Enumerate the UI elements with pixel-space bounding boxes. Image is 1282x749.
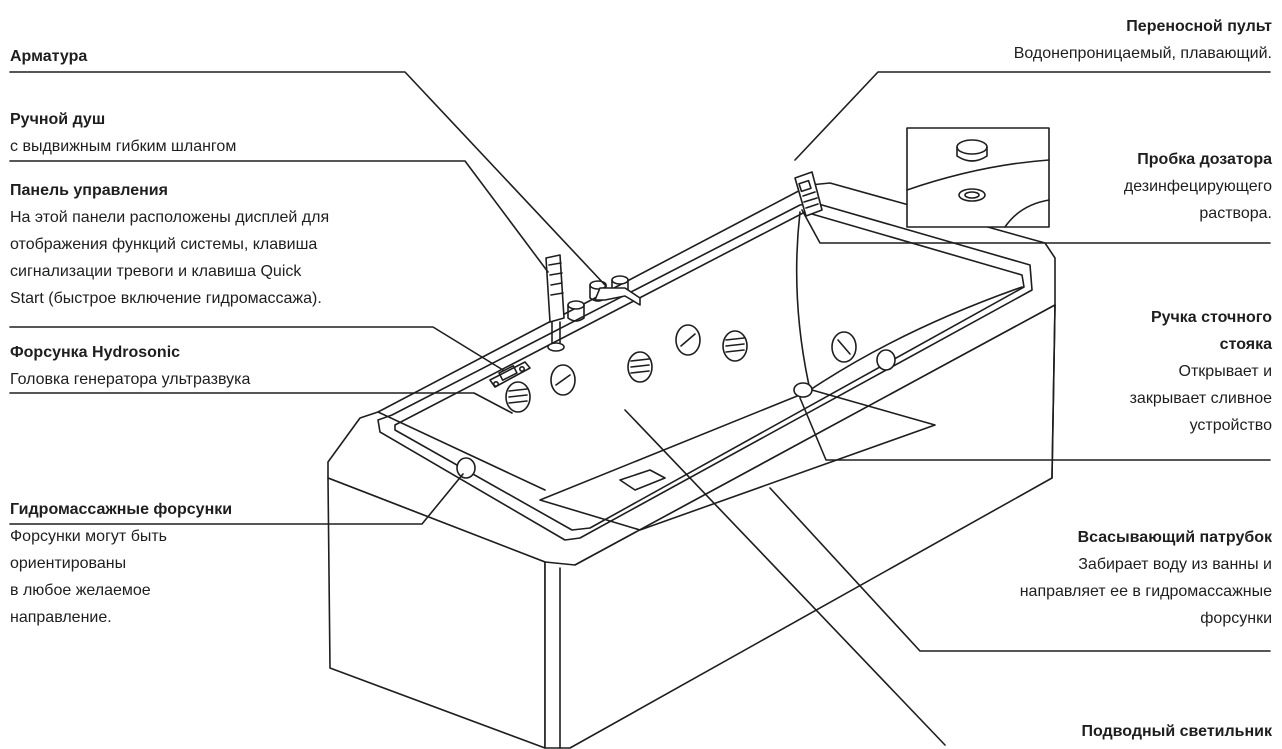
label-hydrosonic-desc: Головка генератора ультразвука (10, 371, 251, 388)
tub-basin (394, 211, 1025, 531)
label-suction-title: Всасывающий патрубок (1077, 529, 1272, 546)
label-plug-desc-2: раствора. (1199, 205, 1272, 222)
label-suction-desc-1: Забирает воду из ванны и (1078, 556, 1272, 573)
leader-lines (9, 71, 1271, 746)
label-jets-desc-3: в любое желаемое (10, 582, 151, 599)
label-jets-desc-1: Форсунки могут быть (10, 528, 168, 545)
label-remote-title: Переносной пульт (1126, 18, 1272, 35)
leader-light (624, 409, 946, 746)
label-plug-desc-1: дезинфецирующего (1123, 178, 1272, 195)
label-remote-desc: Водонепроницаемый, плавающий. (1013, 45, 1272, 62)
leader-plug (801, 209, 1271, 244)
label-drain-desc-3: устройство (1189, 417, 1272, 434)
label-armatura: Арматура (10, 43, 87, 70)
leader-shower (9, 160, 549, 273)
label-drain-title: Ручка сточного (1150, 309, 1272, 326)
faucet-spout-icon (594, 287, 641, 306)
label-jets-desc-4: направление. (10, 609, 112, 626)
label-hydrosonic: Форсунка Hydrosonic Головка генератора у… (10, 339, 250, 393)
faucet-group (545, 254, 641, 352)
leader-remote (794, 71, 1271, 161)
plug-inset (906, 127, 1050, 228)
label-panel-title: Панель управления (10, 182, 168, 199)
label-armatura-title: Арматура (10, 48, 88, 65)
label-panel-desc-3: сигнализации тревоги и клавиша Quick (10, 263, 302, 280)
label-plug-title: Пробка дозатора (1137, 151, 1272, 168)
label-jets-desc-2: ориентированы (10, 555, 127, 572)
leader-suction (769, 487, 1271, 652)
tub-rim-inner (377, 202, 1033, 541)
label-panel: Панель управления На этой панели располо… (10, 177, 329, 312)
label-light-title: Подводный светильник (1081, 723, 1272, 740)
jets (456, 324, 896, 479)
jet-icon (456, 457, 476, 479)
label-drain-title-2: стояка (1219, 336, 1272, 353)
label-shower: Ручной душ с выдвижным гибким шлангом (10, 106, 236, 160)
label-hydrosonic-title: Форсунка Hydrosonic (10, 344, 181, 361)
label-drain: Ручка сточного стояка Открывает и закрыв… (1130, 304, 1272, 439)
label-jets: Гидромассажные форсунки Форсунки могут б… (10, 496, 232, 631)
label-panel-desc-1: На этой панели расположены дисплей для (10, 209, 330, 226)
jet-icon (876, 349, 896, 371)
tub-floor (539, 389, 936, 531)
label-drain-desc-1: Открывает и (1178, 363, 1272, 380)
label-jets-title: Гидромассажные форсунки (10, 501, 233, 518)
leader-jets (9, 473, 464, 525)
leader-drain (799, 397, 1271, 461)
leader-armatura (9, 71, 606, 286)
remote-control-icon (794, 171, 823, 217)
label-suction-desc-3: форсунки (1200, 610, 1272, 627)
label-panel-desc-2: отображения функций системы, клавиша (10, 236, 318, 253)
hand-shower-icon (545, 254, 565, 323)
leader-hydrosonic (9, 392, 513, 414)
leader-panel (9, 326, 504, 371)
control-panel-icon (489, 361, 531, 388)
drain-handle-icon (793, 382, 813, 398)
label-shower-desc: с выдвижным гибким шлангом (10, 138, 237, 155)
label-drain-desc-2: закрывает сливное (1129, 390, 1272, 407)
label-suction-desc-2: направляет ее в гидромассажные (1019, 583, 1272, 600)
label-panel-desc-4: Start (быстрое включение гидромассажа). (10, 290, 322, 307)
label-remote: Переносной пульт Водонепроницаемый, плав… (1014, 13, 1272, 67)
label-light: Подводный светильник (1081, 718, 1272, 745)
label-plug: Пробка дозатора дезинфецирующего раствор… (1124, 146, 1272, 227)
bathtub (327, 182, 1056, 749)
label-suction: Всасывающий патрубок Забирает воду из ва… (1020, 524, 1272, 632)
label-shower-title: Ручной душ (10, 111, 106, 128)
